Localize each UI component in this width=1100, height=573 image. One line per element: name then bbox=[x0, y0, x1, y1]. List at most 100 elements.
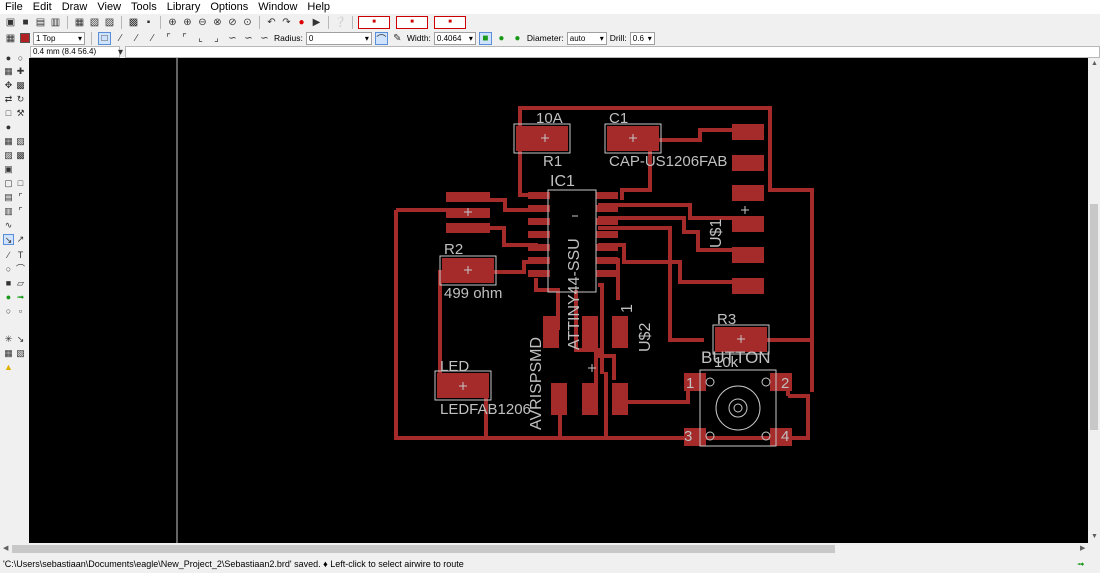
menu-tools[interactable]: Tools bbox=[131, 1, 157, 13]
via-octagon-icon[interactable]: ● bbox=[514, 32, 521, 44]
via-square-icon[interactable]: ■ bbox=[478, 31, 492, 45]
horizontal-scroll-thumb[interactable] bbox=[12, 545, 835, 553]
drill-select[interactable]: 0.6▾ bbox=[629, 31, 655, 45]
pen-icon[interactable]: ✎ bbox=[393, 32, 402, 44]
menu-view[interactable]: View bbox=[97, 1, 122, 13]
width-select[interactable]: 0.4064▾ bbox=[433, 31, 476, 45]
round-corner-icon[interactable]: ⌒ bbox=[374, 31, 388, 46]
diameter-select[interactable]: auto▾ bbox=[566, 31, 607, 45]
wire-bend-2-icon[interactable]: ∕ bbox=[119, 32, 122, 44]
lock-icon[interactable]: ▣ bbox=[4, 164, 13, 174]
wire-bend-8-icon[interactable]: ⌟ bbox=[214, 32, 219, 44]
menu-options[interactable]: Options bbox=[210, 1, 249, 13]
drc-icon[interactable]: ▦ bbox=[4, 348, 13, 358]
command-input[interactable] bbox=[125, 46, 1100, 58]
vertical-scroll-thumb[interactable] bbox=[1090, 204, 1098, 430]
move-icon[interactable]: ✥ bbox=[4, 80, 13, 90]
zoom-out-icon[interactable]: ⊖ bbox=[198, 16, 207, 28]
board-canvas[interactable]: 10A R1 C1 CAP-US1206FAB IC1 R2 499 ohm L… bbox=[29, 58, 1088, 543]
mirror-icon[interactable]: ⇄ bbox=[4, 94, 13, 104]
wire-bend-10-icon[interactable]: ∽ bbox=[244, 32, 253, 44]
hole-icon[interactable]: ○ bbox=[5, 306, 12, 316]
help-icon[interactable]: ❔ bbox=[334, 16, 347, 28]
board-icon[interactable]: ▪ bbox=[146, 16, 151, 28]
wire-bend-7-icon[interactable]: ⌞ bbox=[198, 32, 203, 44]
open-icon[interactable]: ▣ bbox=[5, 16, 16, 28]
circle-icon[interactable]: ○ bbox=[5, 264, 12, 274]
paste-icon[interactable]: ● bbox=[5, 122, 12, 132]
table-icon[interactable]: ▨ bbox=[104, 16, 115, 28]
zoom-in-icon[interactable]: ⊕ bbox=[183, 16, 192, 28]
idf-logo-button[interactable]: ■ bbox=[434, 15, 466, 29]
polygon-icon[interactable]: ▱ bbox=[17, 278, 24, 288]
copy-icon[interactable]: ▩ bbox=[16, 80, 25, 90]
rotate-icon[interactable]: ↻ bbox=[16, 94, 25, 104]
layer-select[interactable]: 1 Top▾ bbox=[33, 31, 85, 45]
zoom-select-icon[interactable]: ⊘ bbox=[228, 16, 237, 28]
pcb-quote-logo-button[interactable]: ■ bbox=[396, 15, 428, 29]
save-icon[interactable]: ■ bbox=[22, 16, 29, 28]
smash-icon[interactable]: ▢ bbox=[4, 178, 13, 188]
wire-bend-1-icon[interactable]: □ bbox=[98, 31, 111, 45]
name-icon[interactable]: ▩ bbox=[16, 150, 25, 160]
grid-settings-icon[interactable]: ▦ bbox=[5, 32, 16, 44]
autorouter-icon[interactable]: ↘ bbox=[16, 334, 25, 344]
wire-bend-9-icon[interactable]: ∽ bbox=[228, 32, 237, 44]
ripup-icon[interactable]: ↗ bbox=[16, 234, 25, 244]
info-icon[interactable]: ● bbox=[5, 53, 12, 63]
scroll-left-icon[interactable]: ◀ bbox=[3, 545, 9, 552]
grid-icon[interactable]: ▦ bbox=[74, 16, 85, 28]
via-icon[interactable]: ● bbox=[5, 292, 12, 302]
via-round-icon[interactable]: ● bbox=[498, 32, 505, 44]
group-icon[interactable]: □ bbox=[5, 108, 12, 118]
wire-icon[interactable]: ∕ bbox=[7, 250, 10, 260]
ratsnest-icon[interactable]: ✳ bbox=[4, 334, 13, 344]
menu-file[interactable]: File bbox=[5, 1, 23, 13]
print-icon[interactable]: ▤ bbox=[35, 16, 46, 28]
scroll-right-icon[interactable]: ▶ bbox=[1080, 545, 1086, 552]
scroll-down-icon[interactable]: ▼ bbox=[1091, 533, 1098, 540]
menu-window[interactable]: Window bbox=[258, 1, 298, 13]
menu-library[interactable]: Library bbox=[166, 1, 201, 13]
digikey-logo-button[interactable]: ■ bbox=[358, 15, 390, 29]
zoom-last-icon[interactable]: ⊙ bbox=[243, 16, 252, 28]
vertical-scrollbar[interactable]: ▲ ▼ bbox=[1088, 58, 1100, 543]
change-icon[interactable]: ⚒ bbox=[16, 108, 25, 118]
menu-help[interactable]: Help bbox=[307, 1, 331, 13]
layers-icon[interactable]: ▧ bbox=[89, 16, 100, 28]
value-icon[interactable]: □ bbox=[17, 178, 24, 188]
replace-icon[interactable]: ▨ bbox=[4, 150, 13, 160]
miter-icon[interactable]: ⌜ bbox=[18, 192, 23, 202]
wire-bend-3-icon[interactable]: ∕ bbox=[135, 32, 138, 44]
warning-icon[interactable]: ▲ bbox=[4, 362, 13, 372]
rect-icon[interactable]: ■ bbox=[5, 278, 12, 288]
wire-bend-11-icon[interactable]: ∽ bbox=[260, 32, 269, 44]
display-icon[interactable]: ▦ bbox=[4, 66, 13, 76]
cam-icon[interactable]: ▥ bbox=[50, 16, 61, 28]
route-airwire-icon[interactable]: ↘ bbox=[3, 234, 14, 245]
route-icon[interactable]: ⌜ bbox=[18, 206, 23, 216]
add-icon[interactable]: ▧ bbox=[16, 136, 25, 146]
undo-icon[interactable]: ↶ bbox=[267, 16, 276, 28]
errors-icon[interactable]: ▧ bbox=[16, 348, 25, 358]
meander-icon[interactable]: ∿ bbox=[4, 220, 13, 230]
go-icon[interactable]: ▶ bbox=[312, 16, 321, 28]
menu-edit[interactable]: Edit bbox=[32, 1, 52, 13]
wire-bend-4-icon[interactable]: ∕ bbox=[151, 32, 154, 44]
text-icon[interactable]: T bbox=[17, 250, 24, 260]
schematic-icon[interactable]: ▩ bbox=[128, 16, 139, 28]
radius-select[interactable]: 0▾ bbox=[305, 31, 372, 45]
signal-icon[interactable]: ➟ bbox=[16, 292, 25, 302]
wire-bend-6-icon[interactable]: ⌜ bbox=[182, 32, 187, 44]
zoom-redraw-icon[interactable]: ⊗ bbox=[213, 16, 222, 28]
horizontal-scrollbar[interactable]: ◀ ▶ bbox=[0, 543, 1100, 555]
scroll-up-icon[interactable]: ▲ bbox=[1091, 60, 1098, 67]
stop-icon[interactable]: ● bbox=[298, 16, 305, 28]
redo-icon[interactable]: ↷ bbox=[282, 16, 291, 28]
command-history-icon[interactable]: ▾ bbox=[117, 47, 124, 58]
wire-bend-5-icon[interactable]: ⌜ bbox=[166, 32, 171, 44]
menu-draw[interactable]: Draw bbox=[61, 1, 88, 13]
mark-icon[interactable]: ✚ bbox=[16, 66, 25, 76]
split-icon[interactable]: ▤ bbox=[4, 192, 13, 202]
zoom-fit-icon[interactable]: ⊕ bbox=[168, 16, 177, 28]
